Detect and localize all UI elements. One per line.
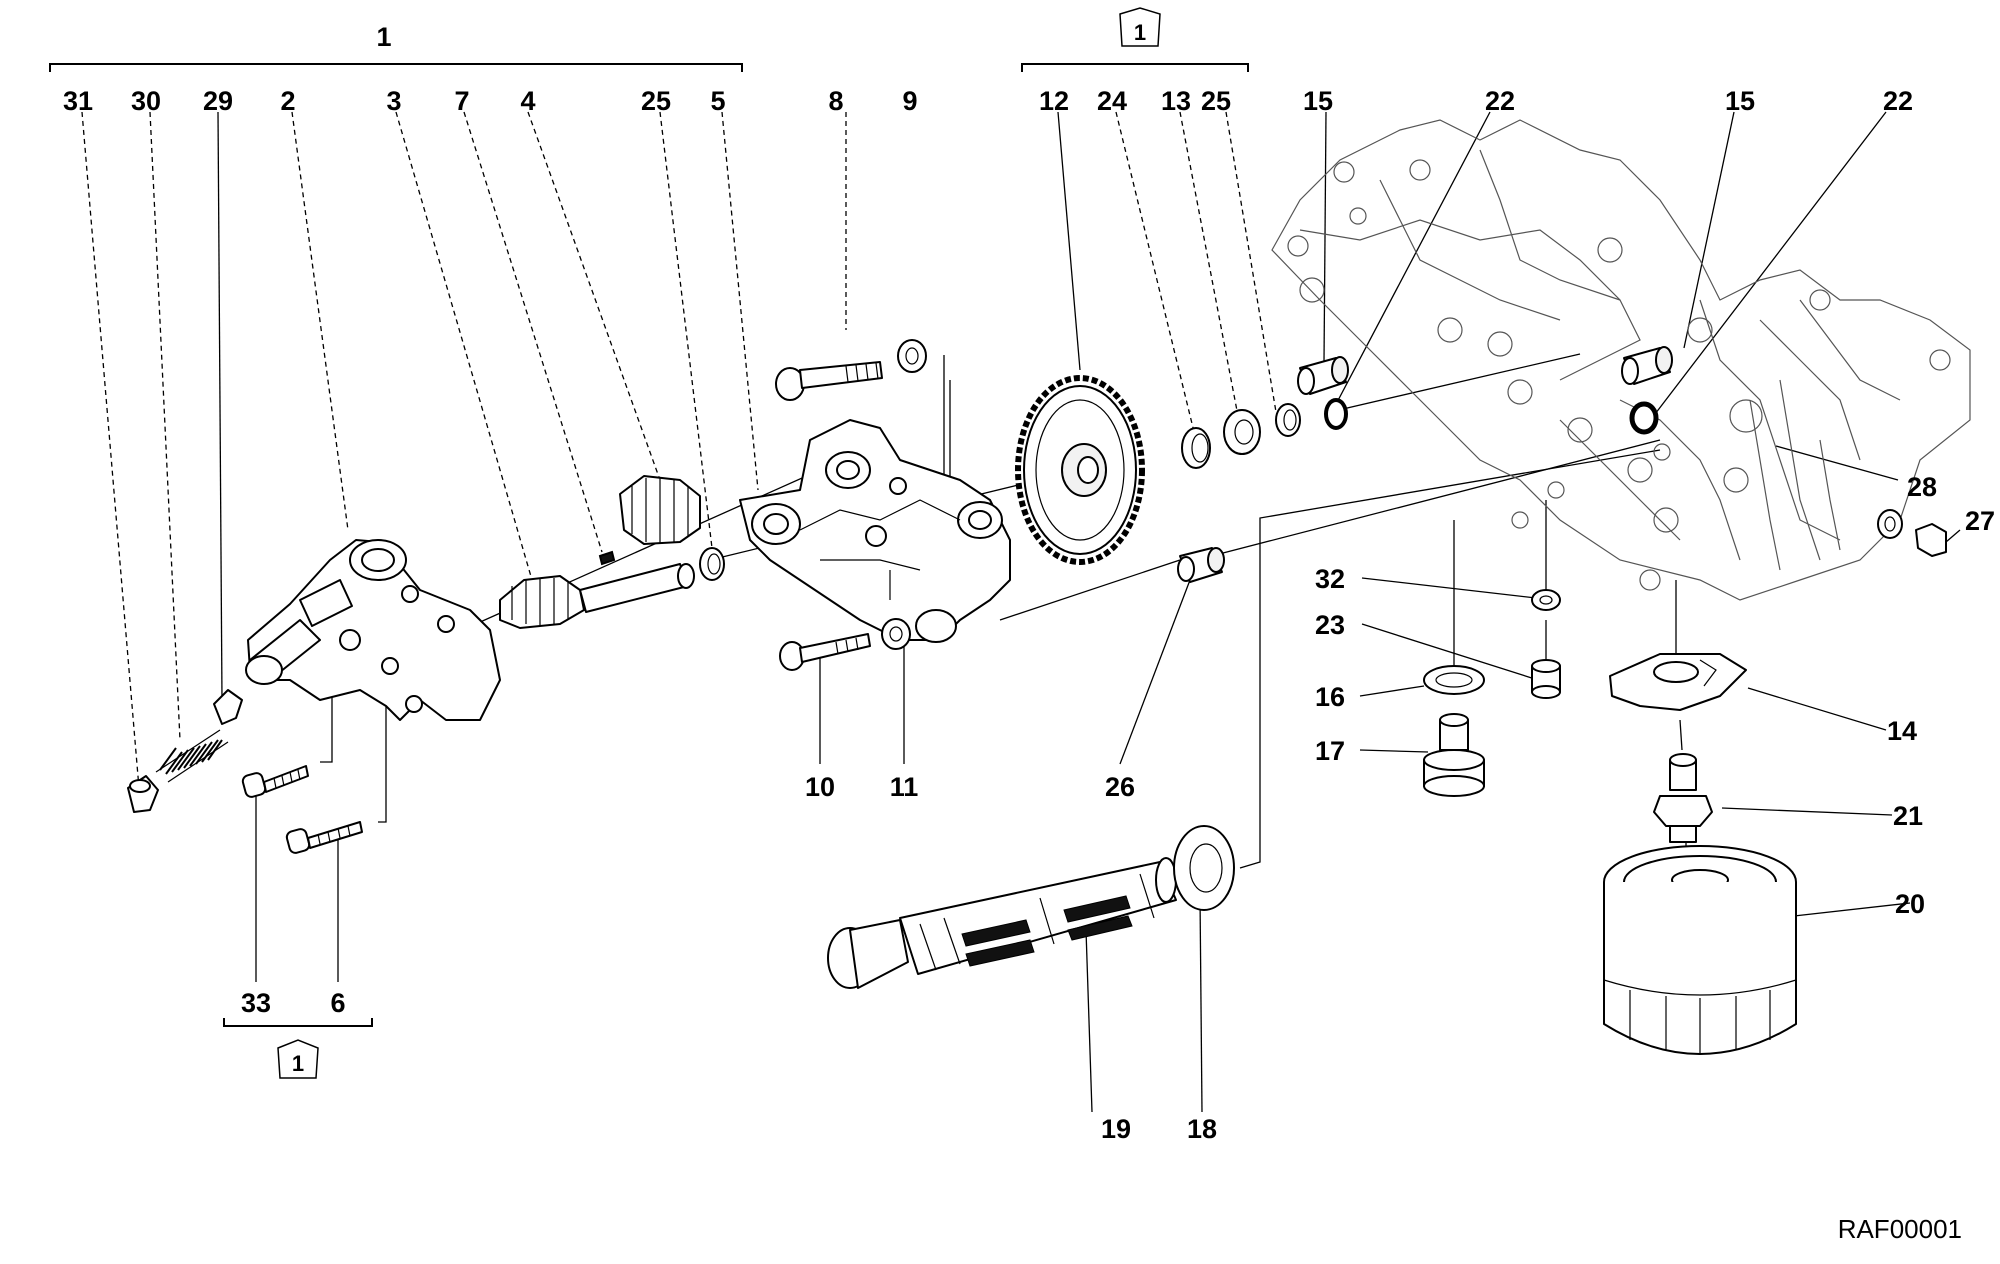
drain-plug-17 [1423, 713, 1485, 797]
callout-label: 3 [386, 86, 401, 116]
filter-nipple-21 [1653, 753, 1713, 843]
group-label: 1 [1134, 20, 1146, 45]
callout-label: 8 [828, 86, 843, 116]
group-label: 1 [376, 22, 391, 52]
callout-label: 30 [131, 86, 161, 116]
callout-label: 20 [1895, 889, 1925, 919]
callout-label: 25 [641, 86, 671, 116]
washer-9 [897, 339, 927, 373]
group-label: 1 [292, 1051, 304, 1076]
callout-label: 16 [1315, 682, 1345, 712]
callout-label: 5 [710, 86, 725, 116]
plug-31 [127, 775, 159, 813]
callout-label: 22 [1883, 86, 1913, 116]
callout-label: 29 [203, 86, 233, 116]
thrust-washer-13 [1223, 409, 1261, 455]
callout-label: 31 [63, 86, 93, 116]
circlip-25-right [1275, 403, 1301, 437]
callout-label: 7 [454, 86, 469, 116]
callout-label: 11 [890, 772, 919, 802]
oil-strainer-19 [827, 857, 1177, 989]
callout-label: 27 [1965, 506, 1995, 536]
callout-label: 21 [1893, 801, 1923, 831]
bolt-10 [779, 633, 871, 671]
callout-label: 15 [1725, 86, 1755, 116]
pump-drive-gear [1015, 375, 1145, 565]
callout-label: 10 [805, 772, 835, 802]
group-bracket-top-left [49, 63, 743, 72]
seal-ring-18 [1173, 825, 1235, 911]
callout-label: 13 [1161, 86, 1191, 116]
diagram-code: RAF00001 [1838, 1214, 1962, 1244]
o-ring-22-left [1324, 398, 1348, 430]
relief-valve-spring [155, 729, 229, 783]
callout-label: 12 [1039, 86, 1069, 116]
group-bracket-bottom-left [223, 1018, 373, 1079]
callout-label: 26 [1105, 772, 1135, 802]
engine-crankcase [1271, 119, 1971, 601]
callout-label: 4 [520, 86, 535, 116]
callout-label: 6 [330, 988, 345, 1018]
bolt-8 [775, 361, 883, 401]
washer-28 [1877, 509, 1903, 539]
callout-label: 28 [1907, 472, 1937, 502]
pump-driven-gear [619, 475, 701, 545]
oil-pump-cover [245, 539, 501, 721]
callout-label: 24 [1097, 86, 1127, 116]
screw-6 [285, 821, 363, 854]
callout-label: 19 [1101, 1114, 1131, 1144]
bushing-26 [1177, 547, 1225, 583]
o-ring-22-right [1629, 401, 1659, 435]
plug-27 [1915, 523, 1947, 557]
pentagon-marker-icon [277, 1039, 319, 1079]
callout-label: 32 [1315, 564, 1345, 594]
bushing-15-right [1621, 346, 1673, 385]
plug-23 [1531, 659, 1561, 699]
callout-label: 22 [1485, 86, 1515, 116]
circlip-25-left [699, 547, 725, 581]
washer-32 [1531, 589, 1561, 611]
callout-label: 9 [902, 86, 917, 116]
oil-pump-body [739, 419, 1011, 643]
pump-drive-shaft [499, 550, 695, 629]
relief-valve-plunger [213, 689, 243, 725]
callout-label: 18 [1187, 1114, 1217, 1144]
screw-33 [241, 765, 309, 798]
callout-label: 33 [241, 988, 271, 1018]
washer-11 [881, 618, 911, 650]
gasket-16 [1423, 665, 1485, 695]
callout-labels: 31 30 29 2 3 7 4 25 5 8 9 12 24 13 25 15… [63, 86, 1995, 1144]
callout-label: 15 [1303, 86, 1333, 116]
callout-label: 14 [1887, 716, 1917, 746]
callout-label: 25 [1201, 86, 1231, 116]
group-bracket-top-middle [1021, 7, 1249, 72]
callout-label: 23 [1315, 610, 1345, 640]
pentagon-marker-icon [1119, 7, 1161, 47]
oil-filter-20 [1603, 845, 1797, 1055]
callout-label: 17 [1315, 736, 1345, 766]
circlip-24 [1181, 427, 1211, 469]
bushing-15-left [1297, 356, 1349, 395]
callout-label: 2 [280, 86, 295, 116]
filter-adapter-plate-14 [1609, 653, 1747, 711]
